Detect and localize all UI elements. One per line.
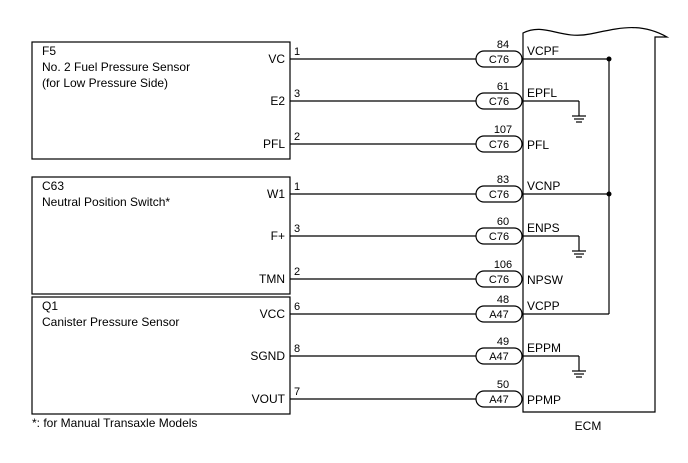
ecm-terminal-label: VCPF: [527, 44, 559, 58]
pin-number: 8: [294, 343, 300, 355]
terminal-label: VCC: [260, 307, 286, 321]
connector-code: C76: [489, 189, 509, 201]
ecm-terminal-label: NPSW: [527, 273, 564, 287]
component-name: (for Low Pressure Side): [42, 76, 168, 90]
connector-code: C76: [489, 274, 509, 286]
connector-code: C76: [489, 231, 509, 243]
connector-code: C76: [489, 139, 509, 151]
pin-number: 1: [294, 46, 300, 58]
connector: [475, 270, 523, 288]
ecm-pin-number: 61: [497, 81, 509, 93]
terminal-label: SGND: [250, 349, 285, 363]
connector: [475, 135, 523, 153]
ecm-terminal-label: EPPM: [527, 341, 561, 355]
pin-number: 7: [294, 386, 300, 398]
component-name: No. 2 Fuel Pressure Sensor: [42, 60, 190, 74]
connector-code: A47: [489, 309, 509, 321]
junction-dot: [606, 191, 612, 197]
ecm-terminal-label: ENPS: [527, 221, 560, 235]
ecm-pin-number: 60: [497, 216, 509, 228]
pin-number: 2: [294, 266, 300, 278]
ecm-pin-number: 48: [497, 294, 509, 306]
footnote: *: for Manual Transaxle Models: [32, 416, 197, 430]
terminal-label: VC: [268, 52, 285, 66]
ecm-pin-number: 107: [494, 124, 512, 136]
connector: [475, 390, 523, 408]
pin-number: 1: [294, 181, 300, 193]
terminal-label: PFL: [263, 137, 285, 151]
component-box: [31, 296, 291, 415]
junction-dot: [606, 56, 612, 62]
ecm-pin-number: 84: [497, 39, 509, 51]
ecm-pin-number: 49: [497, 336, 509, 348]
ecm-box: [522, 27, 670, 413]
component-id: Q1: [42, 299, 58, 313]
ecm-terminal-label: PPMP: [527, 393, 561, 407]
terminal-label: E2: [270, 94, 285, 108]
component-name: Neutral Position Switch*: [42, 195, 170, 209]
terminal-label: W1: [267, 187, 285, 201]
terminal-label: TMN: [259, 272, 285, 286]
connector-code: A47: [489, 351, 509, 363]
ecm-label: ECM: [575, 419, 602, 433]
terminal-label: F+: [271, 229, 285, 243]
pin-number: 3: [294, 88, 300, 100]
connector-code: C76: [489, 96, 509, 108]
pin-number: 2: [294, 131, 300, 143]
component-box: [31, 176, 291, 295]
ecm-terminal-label: VCNP: [527, 179, 560, 193]
component-id: C63: [42, 179, 64, 193]
component-id: F5: [42, 44, 56, 58]
ecm-pin-number: 50: [497, 379, 509, 391]
ecm-pin-number: 106: [494, 259, 512, 271]
pin-number: 6: [294, 301, 300, 313]
ecm-terminal-label: PFL: [527, 138, 549, 152]
component-box: [31, 41, 291, 160]
pin-number: 3: [294, 223, 300, 235]
component-name: Canister Pressure Sensor: [42, 315, 179, 329]
connector-code: A47: [489, 394, 509, 406]
terminal-label: VOUT: [252, 392, 286, 406]
ecm-terminal-label: VCPP: [527, 299, 560, 313]
connector-code: C76: [489, 54, 509, 66]
ecm-pin-number: 83: [497, 174, 509, 186]
ecm-terminal-label: EPFL: [527, 86, 557, 100]
